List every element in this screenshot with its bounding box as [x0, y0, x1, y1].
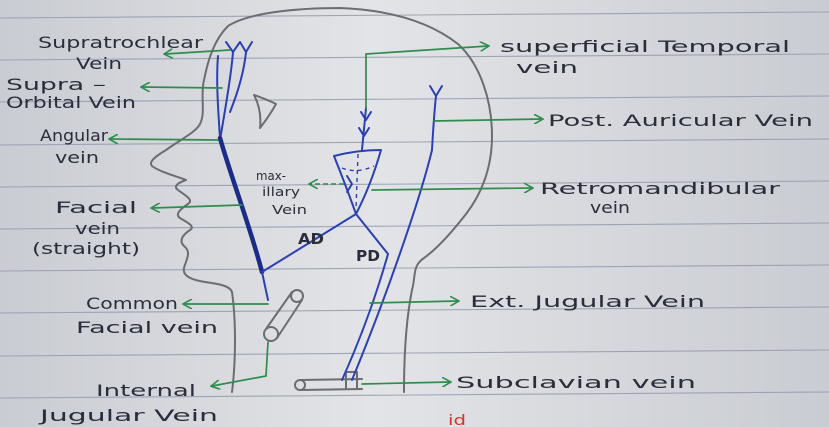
internal-jugular-label-line2: Jugular Vein	[38, 406, 218, 425]
superficial-temporal-label-line2: vein	[516, 58, 578, 77]
supratrochlear-label-line2: Vein	[76, 54, 122, 73]
facial-label-note: (straight)	[32, 239, 140, 258]
superficial-temporal-label-line1: superficial Temporal	[500, 37, 790, 56]
maxillary-label-line3: Vein	[272, 203, 307, 217]
angular-label-line2: vein	[55, 148, 99, 167]
supraorbital-label-line1: Supra –	[6, 75, 106, 94]
common-facial-label-line2: Facial vein	[76, 318, 218, 337]
anterior-division-label: AD	[298, 230, 324, 248]
supraorbital-pointer-arrow	[142, 87, 222, 88]
red-margin-note: id	[448, 413, 466, 427]
retromandibular-label-line2: vein	[590, 198, 630, 217]
angular-pointer-arrow	[110, 139, 218, 140]
common-facial-label-line1: Common	[86, 294, 178, 313]
internal-jugular-label-line1: Internal	[96, 381, 196, 400]
facial-label-line1: Facial	[55, 198, 137, 217]
maxillary-label-line1: max-	[256, 169, 286, 183]
maxillary-label-line2: illary	[262, 185, 300, 199]
posterior-division-label: PD	[356, 247, 380, 265]
angular-label-line1: Angular	[40, 126, 108, 145]
posterior-auricular-label: Post. Auricular Vein	[548, 111, 813, 130]
facial-label-line2: vein	[75, 219, 120, 238]
external-jugular-label: Ext. Jugular Vein	[470, 292, 705, 311]
supraorbital-label-line2: Orbital Vein	[6, 93, 136, 112]
subclavian-label: Subclavian vein	[456, 373, 696, 392]
retromandibular-label-line1: Retromandibular	[540, 179, 781, 198]
supratrochlear-label-line1: Supratrochlear	[38, 33, 204, 52]
